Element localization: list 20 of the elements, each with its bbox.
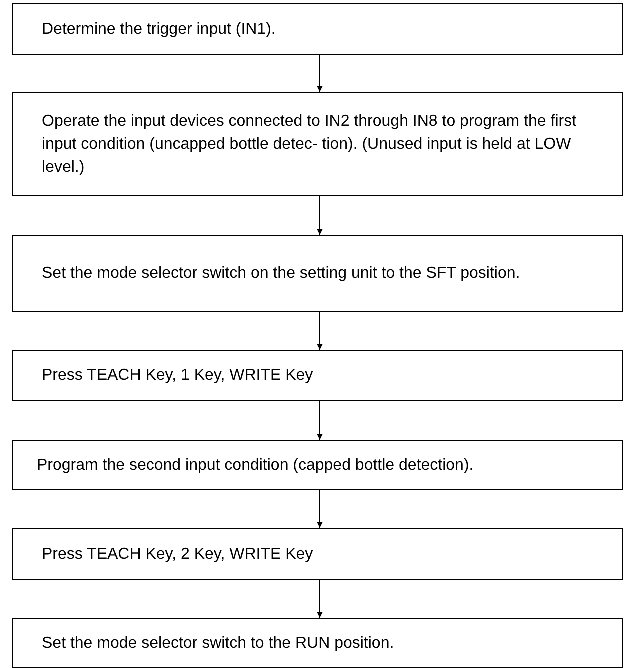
process-box	[12, 440, 623, 490]
step-text: Press TEACH Key, 1 Key, WRITE Key	[42, 366, 314, 386]
step-text: Determine the trigger input (IN1).	[42, 20, 277, 40]
arrow	[317, 490, 323, 528]
arrow	[317, 54, 323, 92]
step-text: Press TEACH Key, 2 Key, WRITE Key	[42, 544, 314, 564]
arrow	[317, 400, 323, 440]
step-text: Set the mode selector switch to the RUN position.	[42, 634, 396, 654]
process-box	[12, 3, 623, 55]
process-box	[12, 235, 623, 312]
process-box	[12, 350, 623, 401]
arrow	[317, 196, 323, 236]
process-box	[12, 92, 623, 196]
process-box	[12, 528, 623, 580]
step-text: Set the mode selector switch on the setting unit to the SFT position.	[42, 264, 522, 284]
process-box	[12, 618, 623, 668]
arrow	[317, 312, 323, 350]
step-text: Program the second input condition (capped bottle detection).	[37, 456, 475, 476]
step-text: Operate the input devices connected to IN2 through IN8 to program the first input condition (uncapped bottle detec- tion). (Unused input is held at LOW level.)	[42, 112, 578, 178]
arrow	[317, 580, 323, 618]
